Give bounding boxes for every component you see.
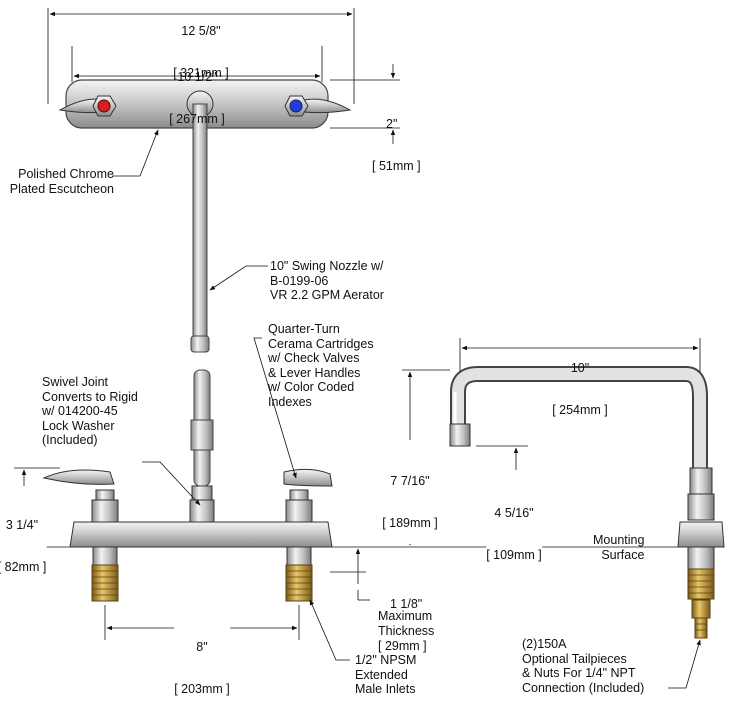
- max-thickness-metric: [ 29mm ]: [378, 639, 427, 653]
- center-spread-imperial: 10 1/2": [177, 70, 217, 84]
- hot-index-icon: [97, 99, 111, 113]
- front-view: [14, 337, 694, 661]
- nozzle-reach-dim: 10" [ 254mm ]: [552, 333, 608, 431]
- escutcheon-height-imperial: 2": [386, 117, 398, 131]
- center-spread-metric: [ 267mm ]: [169, 112, 225, 126]
- handle-height-metric: [ 82mm ]: [0, 560, 47, 574]
- top-view: [47, 8, 400, 353]
- max-thickness-imperial: 1 1/8": [390, 597, 423, 611]
- overall-width-dim: 12 5/8" [ 321mm ]: [173, 0, 229, 94]
- tailpiece: [691, 599, 711, 639]
- faucet-drawing: [14, 8, 725, 689]
- cold-lever-top: [303, 98, 352, 114]
- inlet-centers-dim: 8" [ 203mm ]: [174, 612, 230, 710]
- side-inlet-thread: [687, 568, 715, 600]
- cold-inlet-thread: [285, 564, 313, 602]
- nozzle-reach-imperial: 10": [570, 361, 590, 375]
- mounting-surface-label: Mounting Surface: [593, 533, 645, 562]
- nozzle-height-dim: 7 7/16" [ 189mm ]: [382, 446, 438, 544]
- cold-handle-top: [284, 95, 309, 117]
- hot-handle-top: [92, 95, 117, 117]
- max-thickness-label: Maximum Thickness: [378, 609, 435, 638]
- nozzle-reach-metric: [ 254mm ]: [552, 403, 608, 417]
- side-view: [402, 338, 725, 689]
- handle-height-dim: 3 1/4" [ 82mm ]: [0, 490, 47, 588]
- inlets-label: 1/2" NPSM Extended Male Inlets: [355, 653, 417, 696]
- tailpieces-label: (2)150A Optional Tailpieces & Nuts For 1…: [522, 637, 645, 695]
- overall-width-imperial: 12 5/8": [181, 24, 221, 38]
- inlet-centers-imperial: 8": [196, 640, 208, 654]
- center-spread-dim: 10 1/2" [ 267mm ]: [169, 42, 225, 140]
- escutcheon-height-metric: [ 51mm ]: [372, 159, 421, 173]
- deck-body: [69, 521, 333, 548]
- escutcheon-height-dim: 2" [ 51mm ]: [372, 89, 421, 187]
- max-thickness-dim: 1 1/8" [ 29mm ]: [378, 569, 427, 667]
- swivel-joint-label: Swivel Joint Converts to Rigid w/ 014200…: [42, 375, 138, 447]
- swing-nozzle-label: 10" Swing Nozzle w/ B-0199-06 VR 2.2 GPM…: [270, 259, 384, 302]
- aerator: [449, 423, 471, 447]
- hot-valve-front: [42, 469, 119, 602]
- inlet-centers-metric: [ 203mm ]: [174, 682, 230, 696]
- nozzle-height-metric: [ 189mm ]: [382, 516, 438, 530]
- escutcheon-label: Polished Chrome Plated Escutcheon: [9, 167, 114, 196]
- cartridges-label: Quarter-Turn Cerama Cartridges w/ Check …: [268, 322, 374, 409]
- hot-inlet-thread: [91, 564, 119, 602]
- aerator-height-dim: 4 5/16" [ 109mm ]: [486, 478, 542, 576]
- handle-height-imperial: 3 1/4": [5, 518, 39, 532]
- cold-index-icon: [289, 99, 303, 113]
- aerator-height-metric: [ 109mm ]: [486, 548, 542, 562]
- nozzle-height-imperial: 7 7/16": [390, 474, 430, 488]
- overall-width-metric: [ 321mm ]: [173, 66, 229, 80]
- spout-base-front: [189, 369, 215, 523]
- aerator-height-imperial: 4 5/16": [494, 506, 534, 520]
